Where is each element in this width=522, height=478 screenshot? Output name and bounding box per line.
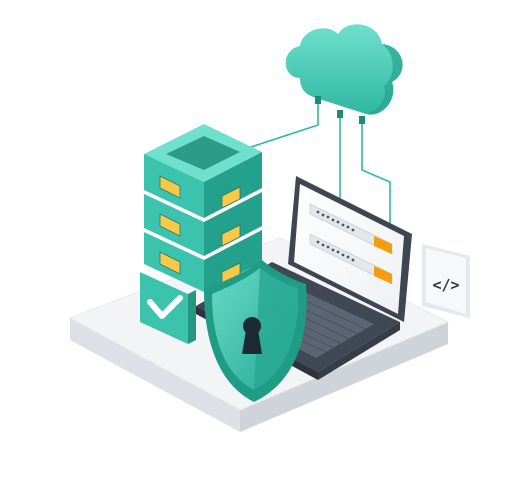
login-field-username <box>309 203 393 255</box>
checkmark-icon <box>147 295 183 319</box>
cloud-icon <box>285 24 403 124</box>
code-badge: </> <box>422 244 470 318</box>
shield-keyhole-icon <box>204 260 307 402</box>
server-rack-icon <box>144 124 262 292</box>
check-badge <box>140 272 196 344</box>
login-field-password <box>309 233 393 285</box>
code-brackets-icon: </> <box>432 276 459 294</box>
